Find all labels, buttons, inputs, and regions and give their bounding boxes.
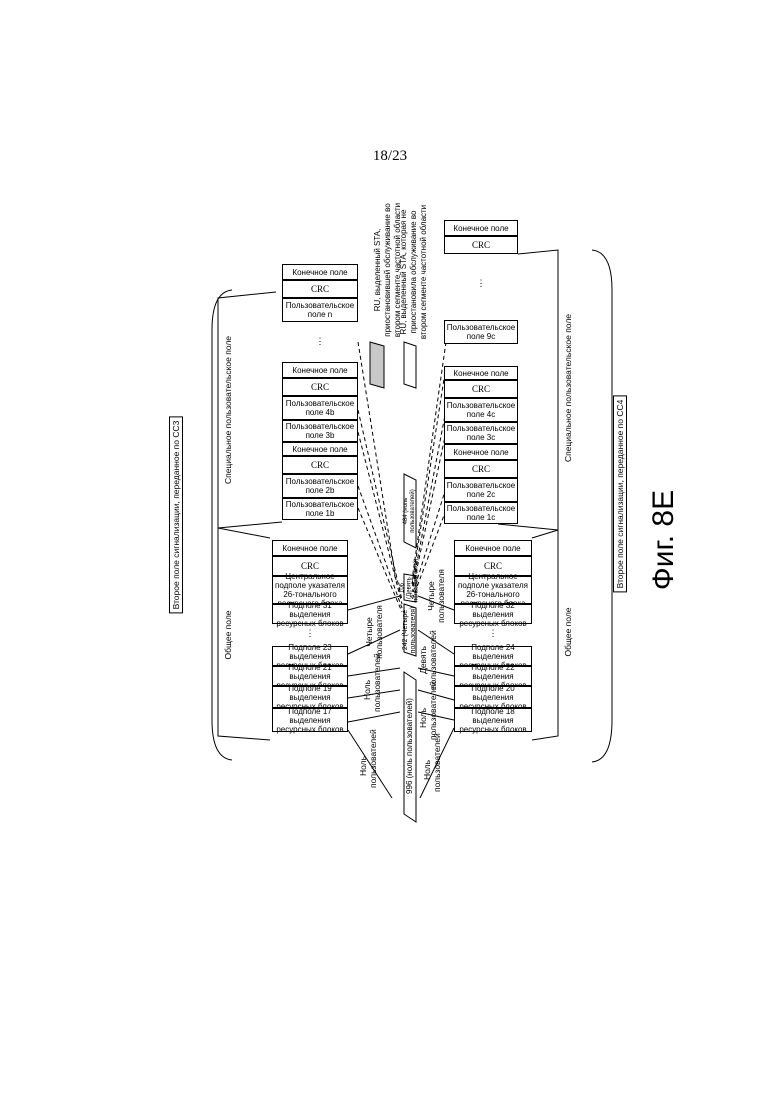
legend-not-suspended-text: RU, выделенный STA, которая не приостано… <box>399 197 429 347</box>
right-top-ellipsis: ⋮ <box>477 278 486 289</box>
right-subfield-18: Подполе 18 выделения ресурсных блоков <box>454 708 532 732</box>
right-signaling-label: Второе поле сигнализации, переданное по … <box>613 396 627 593</box>
bar-242-label: 242 (Четыре пользователя) <box>402 605 418 655</box>
right-end-field-1: Конечное поле <box>444 366 518 380</box>
left-crc-1: CRC <box>282 378 358 396</box>
right-common-label: Общее поле <box>563 607 573 656</box>
right-user-field-2c: Пользовательское поле 2c <box>444 478 518 502</box>
left-top-end-field: Конечное поле <box>282 264 358 280</box>
left-user-field-3b: Пользовательское поле 3b <box>282 420 358 442</box>
right-arrow-label-four-users: Четыре пользователя <box>426 567 446 625</box>
right-arrow-label-nine-users: Девять пользователей <box>418 631 438 689</box>
left-dedicated-label: Специальное пользовательское поле <box>223 336 233 484</box>
left-user-field-1b: Пользовательское поле 1b <box>282 498 358 520</box>
right-signaling-brace <box>592 250 612 762</box>
right-user-field-3c: Пользовательское поле 3c <box>444 422 518 444</box>
bar-996-label: 996 (ноль пользователей) <box>405 698 415 794</box>
right-top-end-field: Конечное поле <box>444 220 518 236</box>
right-divider <box>498 524 558 530</box>
right-user-field-4c: Пользовательское поле 4c <box>444 398 518 422</box>
bar-106-label: 106 (Девять пользователей) <box>400 574 421 602</box>
right-subfield-20: Подполе 20 выделения ресурсных блоков <box>454 686 532 708</box>
right-user-field-1c: Пользовательское поле 1c <box>444 502 518 524</box>
left-signaling-label: Второе поле сигнализации, переданное по … <box>169 417 183 614</box>
bar-484-label: 484 (ноль пользователей) <box>403 478 417 544</box>
left-user-field-2b: Пользовательское поле 2b <box>282 474 358 498</box>
left-top-ellipsis: ⋮ <box>316 336 325 347</box>
left-end-field-1: Конечное поле <box>282 362 358 378</box>
left-subfield-31: Подполе 31 выделения ресурсных блоков <box>272 604 348 624</box>
left-divider <box>218 522 282 528</box>
right-common-end-field: Конечное поле <box>454 540 532 556</box>
left-top-crc: CRC <box>282 280 358 298</box>
left-arrow-label-four-users: Четыре пользователя <box>364 603 384 661</box>
left-end-field-2: Конечное поле <box>282 442 358 456</box>
left-user-field-n: Пользовательское поле n <box>282 298 358 322</box>
right-dedicated-label: Специальное пользовательское поле <box>563 314 573 462</box>
left-common-end-field: Конечное поле <box>272 540 348 556</box>
left-arrow-label-zero-users-1: Ноль пользователей <box>358 744 378 788</box>
right-common-ellipsis: ⋮ <box>489 628 498 639</box>
left-subfield-19: Подполе 19 выделения ресурсных блоков <box>272 686 348 708</box>
legend-suspended-shape <box>370 342 384 388</box>
right-user-field-9c: Пользовательское поле 9c <box>444 320 518 344</box>
right-arrow-label-zero-users-1: Ноль пользователей <box>422 748 442 792</box>
right-arrow-label-zero-users-2: Ноль пользователей <box>418 696 438 740</box>
right-end-field-2: Конечное поле <box>444 444 518 460</box>
right-subfield-32: Подполе 32 выделения ресурсных блоков <box>454 604 532 624</box>
left-common-label: Общее поле <box>223 610 233 659</box>
left-crc-2: CRC <box>282 456 358 474</box>
left-arrow-label-zero-users-2: Ноль пользователей <box>362 668 382 712</box>
left-user-field-4b: Пользовательское поле 4b <box>282 396 358 420</box>
right-crc-1: CRC <box>444 380 518 398</box>
right-top-crc: CRC <box>444 236 518 254</box>
left-common-ellipsis: ⋮ <box>306 628 315 639</box>
legend-not-suspended-shape <box>404 342 416 388</box>
left-subfield-17: Подполе 17 выделения ресурсных блоков <box>272 708 348 732</box>
right-crc-2: CRC <box>444 460 518 478</box>
